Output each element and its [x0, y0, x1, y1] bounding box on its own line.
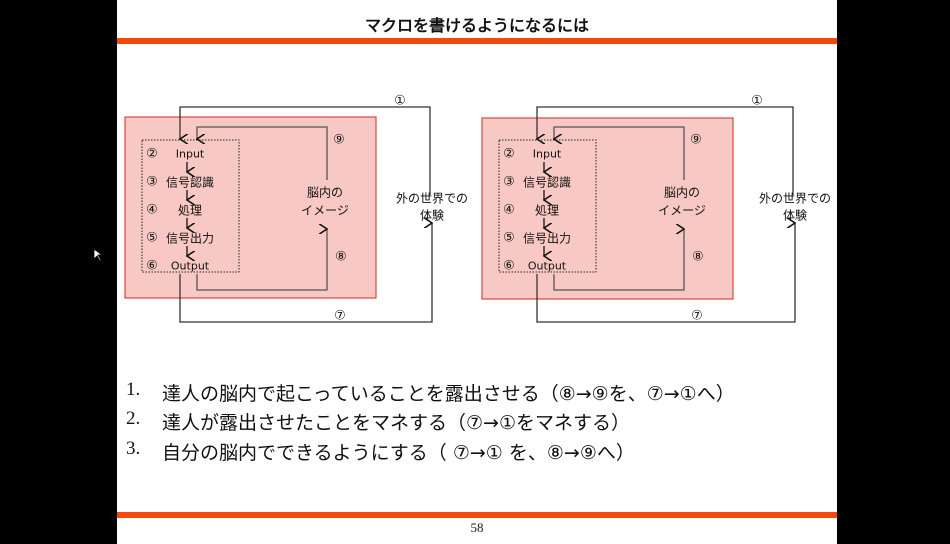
arrow-label-9: ⑨	[333, 132, 345, 148]
arrow-7	[179, 223, 432, 323]
arrow-label-9: ⑨	[690, 132, 702, 148]
arrow-1	[180, 106, 431, 195]
step-number: ②	[146, 146, 158, 162]
step-number: ③	[503, 174, 515, 190]
brain-box	[124, 116, 377, 299]
outside-experience-label: 外の世界での	[395, 191, 469, 206]
step-number: ⑥	[503, 258, 515, 274]
brain-box	[481, 117, 734, 300]
outside-experience-label: 外の世界での	[758, 191, 832, 206]
step-label: 信号出力	[522, 231, 572, 246]
slide-title: マクロを書けるようになるには	[364, 16, 589, 35]
arrow-label-8: ⑧	[692, 249, 704, 265]
step-label: Output	[527, 259, 567, 273]
process-box	[141, 139, 240, 273]
step-label: Input	[532, 147, 562, 161]
brain-image-label: イメージ	[658, 203, 706, 218]
brain-image-label: 脳内の	[663, 185, 701, 200]
arrow-7	[536, 223, 795, 323]
arrow-label-8: ⑧	[335, 249, 347, 265]
list-number: 3.	[126, 438, 141, 459]
arrow-8	[553, 229, 684, 291]
step-label: 処理	[177, 203, 203, 218]
arrow-9	[554, 126, 685, 180]
process-box	[498, 139, 597, 273]
step-label: 信号認識	[522, 175, 572, 190]
arrow-9	[197, 126, 328, 180]
step-label: 信号認識	[165, 175, 215, 190]
step-number: ④	[146, 202, 158, 218]
brain-image-label: イメージ	[301, 203, 349, 218]
arrow-label-1: ①	[751, 93, 763, 109]
arrow-8	[196, 229, 327, 291]
list-item-text: 達人が露出させたことをマネする（⑦→①をマネする）	[162, 412, 630, 434]
outside-experience-label: 体験	[419, 208, 445, 223]
arrow-label-7: ⑦	[334, 308, 346, 324]
step-label: 信号出力	[165, 231, 215, 246]
list-number: 1.	[126, 379, 141, 400]
step-number: ②	[503, 146, 515, 162]
step-number: ⑤	[503, 230, 515, 246]
step-label: Output	[170, 259, 210, 273]
arrow-label-7: ⑦	[691, 308, 703, 324]
list-number: 2.	[126, 408, 141, 429]
page-number: 58	[470, 520, 484, 535]
step-number: ⑥	[146, 258, 158, 274]
brain-image-label: 脳内の	[306, 185, 344, 200]
footer-bar	[117, 512, 837, 518]
step-number: ③	[146, 174, 158, 190]
arrow-1	[537, 106, 794, 195]
list-item-text: 達人の脳内で起こっていることを露出させる（⑧→⑨を、⑦→①へ）	[162, 383, 735, 405]
outside-experience-label: 体験	[782, 208, 808, 223]
list-item-text: 自分の脳内でできるようにする（ ⑦→① を、⑧→⑨へ）	[162, 442, 635, 464]
title-underline	[117, 38, 837, 44]
step-label: Input	[175, 147, 205, 161]
mouse-cursor-icon	[93, 248, 103, 262]
step-number: ⑤	[146, 230, 158, 246]
step-number: ④	[503, 202, 515, 218]
step-label: 処理	[534, 203, 560, 218]
arrow-label-1: ①	[394, 93, 406, 109]
